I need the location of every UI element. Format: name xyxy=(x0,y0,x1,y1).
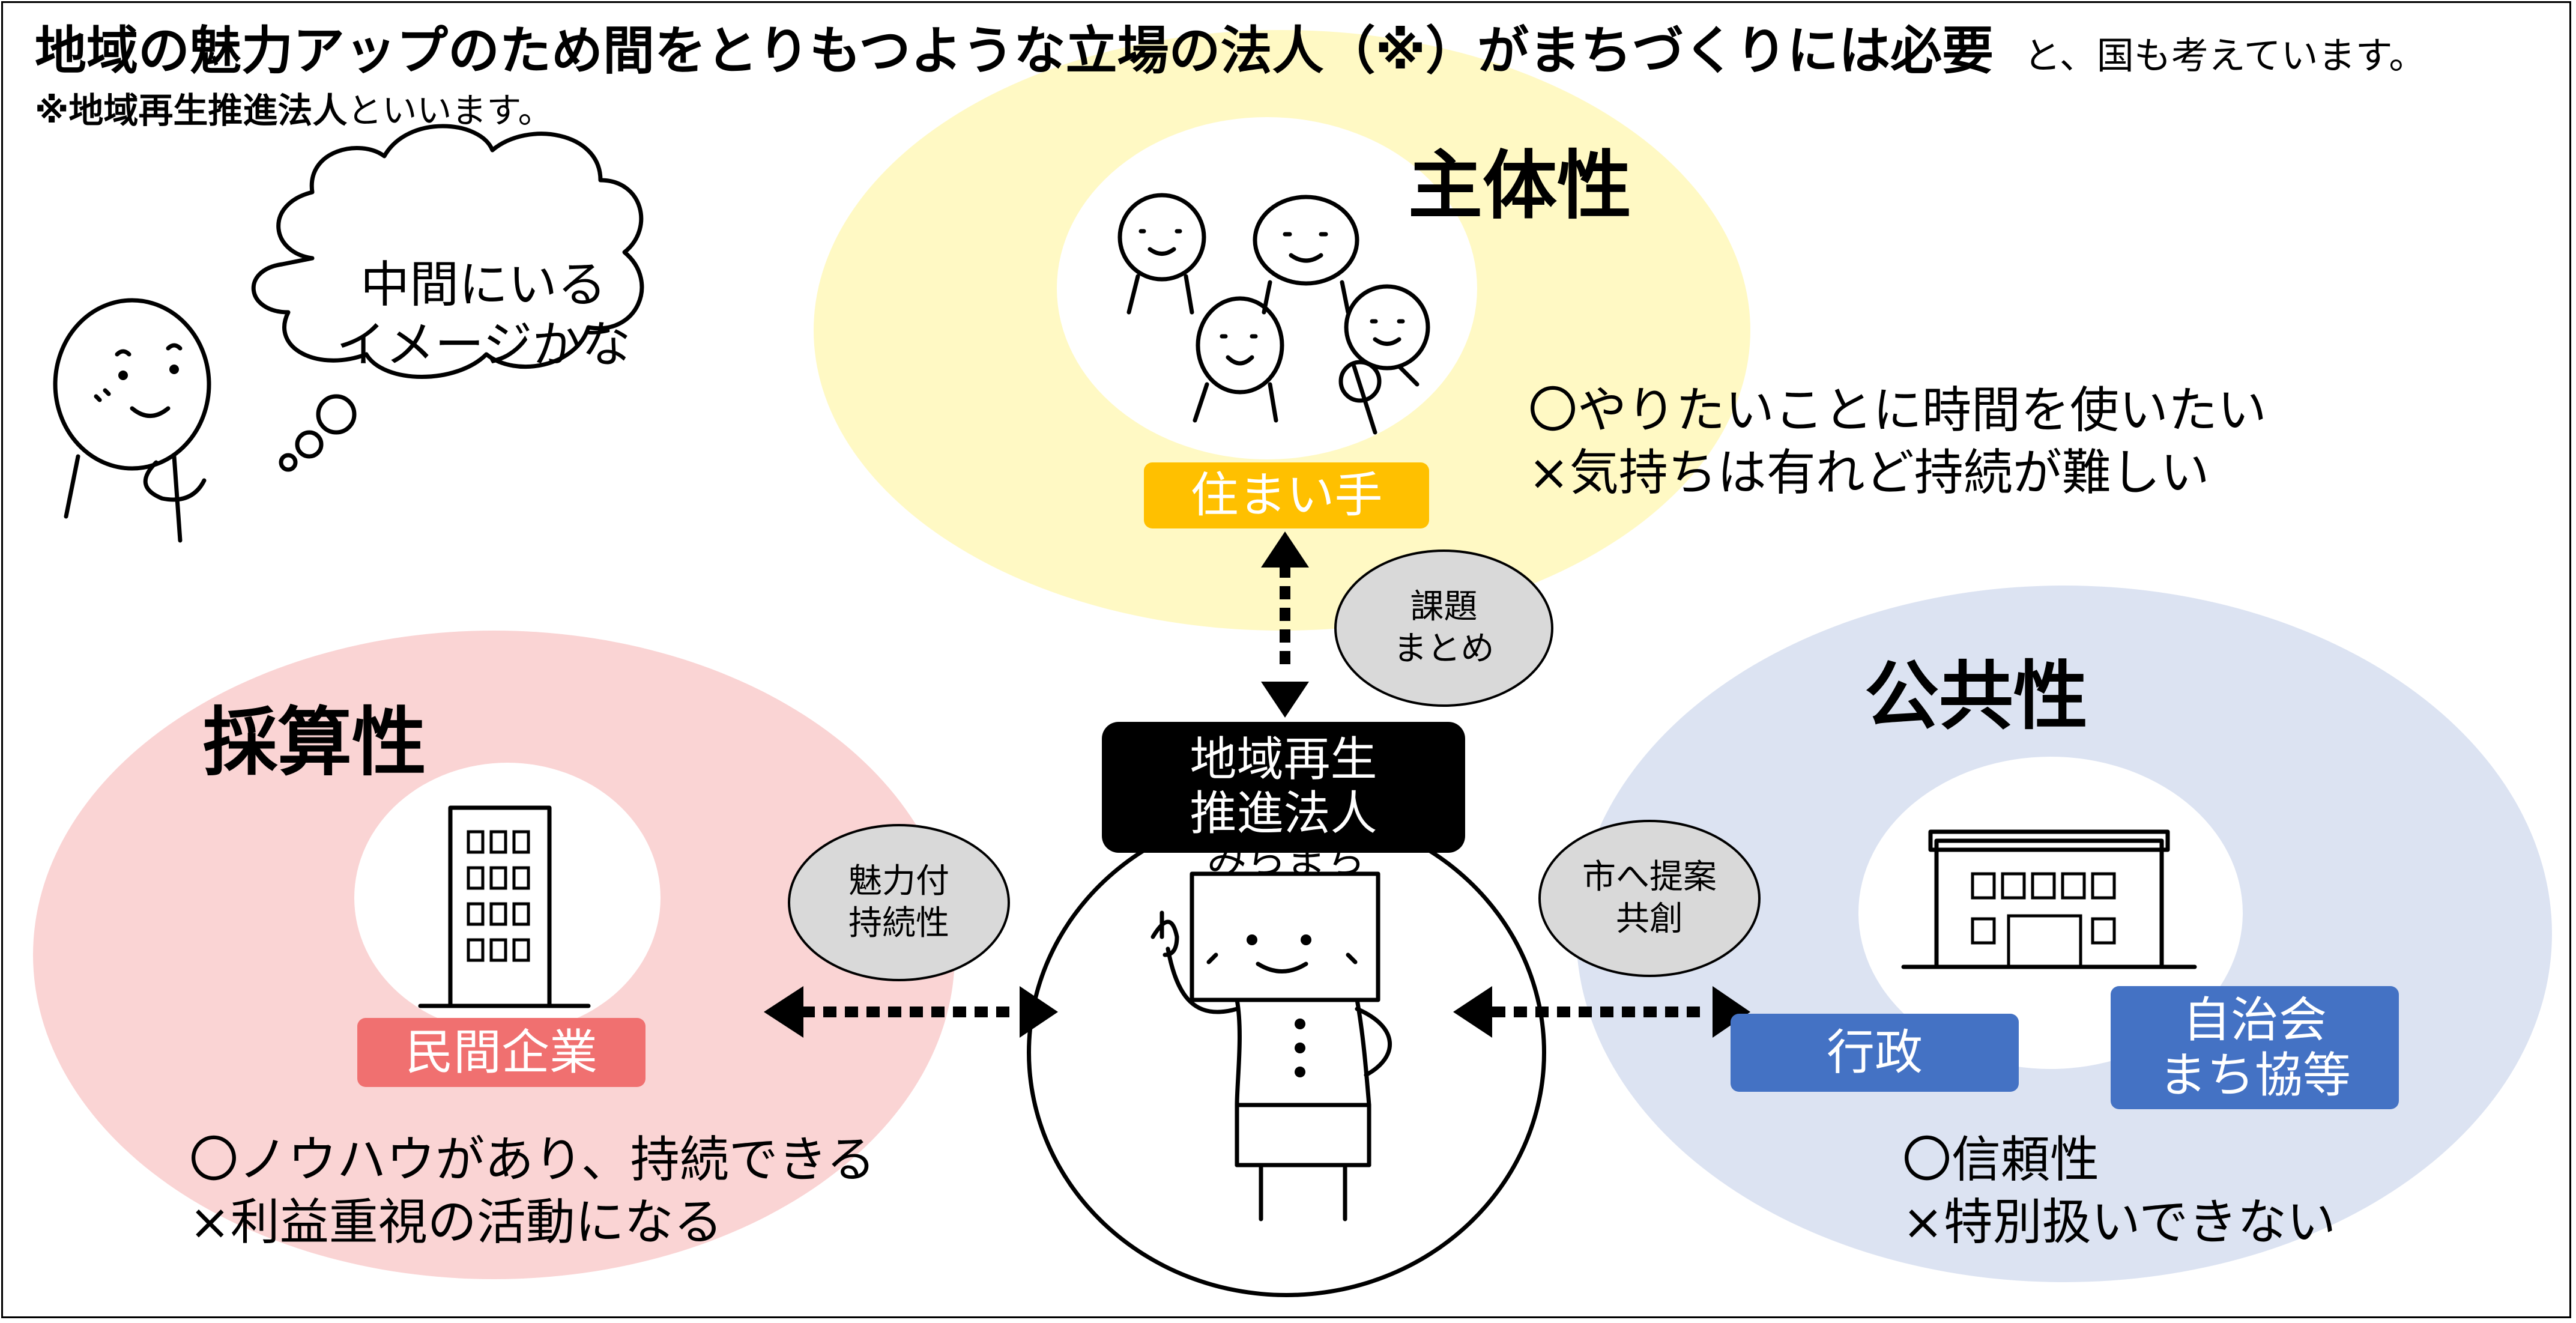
center-circle xyxy=(1027,808,1546,1297)
title-suffix: と、国も考えています。 xyxy=(2024,34,2426,77)
tag-assoc-line-2: まち協等 xyxy=(2159,1047,2351,1103)
footnote-term: ※地域再生推進法人 xyxy=(35,90,348,131)
mascot-figure xyxy=(1150,871,1392,1222)
mascot-name: みらまち xyxy=(1207,836,1365,882)
right-cons: ×特別扱いできない xyxy=(1902,1194,2336,1252)
thought-line-1: 中間にいる xyxy=(360,256,607,313)
arrow-right xyxy=(1453,986,1750,1038)
thought-cloud xyxy=(251,124,644,472)
notes-right: 〇信頼性 ×特別扱いできない xyxy=(1902,1129,2336,1254)
thinking-person-figure xyxy=(53,298,211,543)
link-left-line-2: 持続性 xyxy=(848,904,949,943)
thought-text: 中間にいる イメージかな xyxy=(336,255,630,375)
right-pros: 〇信頼性 xyxy=(1902,1131,2100,1188)
tag-neighborhood-assoc: 自治会 まち協等 xyxy=(2111,986,2399,1109)
heading-right: 公共性 xyxy=(1864,653,2088,740)
link-top-line-2: まとめ xyxy=(1393,629,1495,668)
tag-residents: 住まい手 xyxy=(1144,462,1429,528)
center-line-2: 推進法人 xyxy=(1190,787,1377,841)
office-building-figure xyxy=(418,805,591,1008)
link-bubble-left: 魅力付 持続性 xyxy=(788,824,1010,981)
tag-private-company: 民間企業 xyxy=(357,1018,646,1087)
heading-top: 主体性 xyxy=(1408,143,1632,229)
top-cons: ×気持ちは有れど持続が難しい xyxy=(1528,444,2210,502)
tag-assoc-line-1: 自治会 xyxy=(2183,991,2327,1048)
center-line-1: 地域再生 xyxy=(1190,733,1377,787)
link-right-line-2: 共創 xyxy=(1616,900,1683,939)
left-cons: ×利益重視の活動になる xyxy=(189,1194,723,1252)
footnote-rest: といいます。 xyxy=(347,90,553,131)
link-bubble-right: 市へ提案 共創 xyxy=(1538,820,1761,977)
link-bubble-top: 課題 まとめ xyxy=(1334,549,1553,707)
top-pros: 〇やりたいことに時間を使いたい xyxy=(1528,382,2267,439)
center-org-box: 地域再生 推進法人 xyxy=(1102,722,1465,853)
heading-left: 採算性 xyxy=(203,700,427,786)
link-left-line-1: 魅力付 xyxy=(848,862,949,901)
arrow-left xyxy=(764,986,1058,1038)
residents-figures xyxy=(1117,193,1430,435)
link-right-line-1: 市へ提案 xyxy=(1582,858,1717,897)
notes-left: 〇ノウハウがあり、持続できる ×利益重視の活動になる xyxy=(189,1129,875,1254)
left-pros: 〇ノウハウがあり、持続できる xyxy=(189,1131,876,1188)
title-main: 地域の魅力アップのため間をとりもつような立場の法人（※）がまちづくりには必要 xyxy=(35,21,1994,81)
arrow-top xyxy=(1261,531,1309,718)
tag-administration: 行政 xyxy=(1731,1014,2019,1092)
link-top-line-1: 課題 xyxy=(1410,587,1478,626)
title-footnote: ※地域再生推進法人といいます。 xyxy=(35,93,553,128)
thought-line-2: イメージかな xyxy=(336,316,631,374)
public-building-figure xyxy=(1901,829,2197,969)
page-title: 地域の魅力アップのため間をとりもつような立場の法人（※）がまちづくりには必要と、… xyxy=(35,25,2426,77)
notes-top: 〇やりたいことに時間を使いたい ×気持ちは有れど持続が難しい xyxy=(1528,380,2267,504)
